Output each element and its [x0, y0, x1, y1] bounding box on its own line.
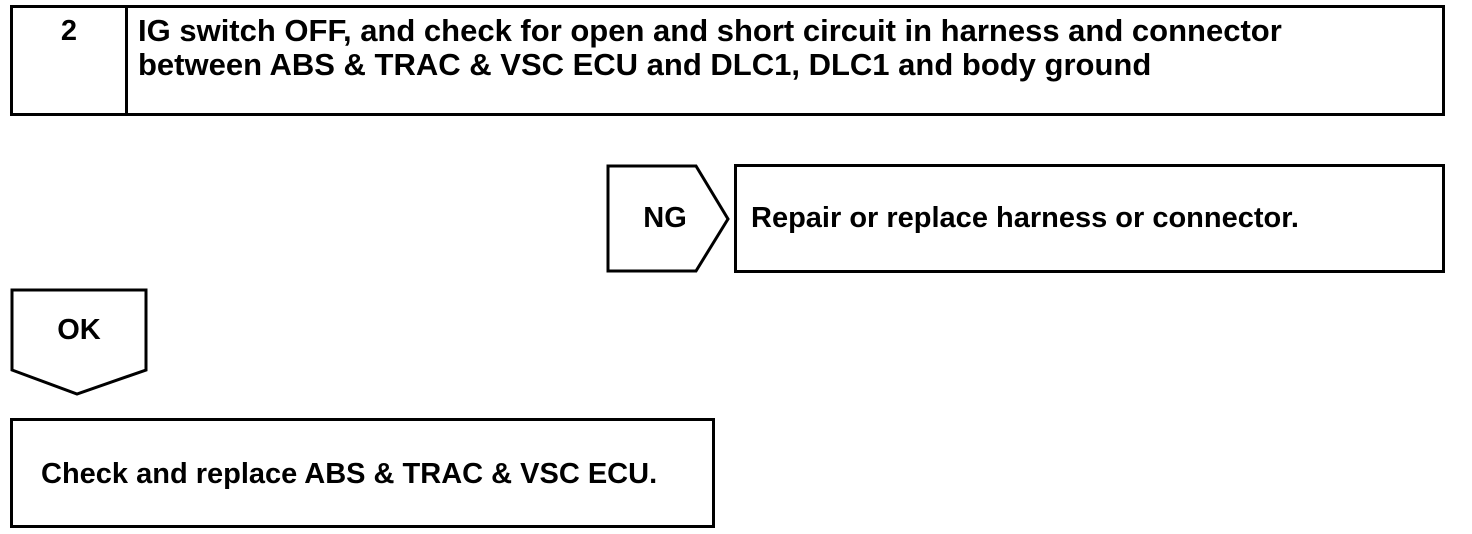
ng-label: NG — [643, 202, 687, 234]
ng-arrow-icon — [606, 164, 730, 273]
step-title: IG switch OFF, and check for open and sh… — [138, 13, 1282, 82]
ng-result-box: Repair or replace harness or connector. — [734, 164, 1445, 273]
step-number: 2 — [60, 15, 78, 47]
ok-label: OK — [57, 314, 101, 346]
ok-action-text: Check and replace ABS & TRAC & VSC ECU. — [41, 458, 658, 490]
step-header: 2 IG switch OFF, and check for open and … — [10, 5, 1445, 116]
ok-result-box: Check and replace ABS & TRAC & VSC ECU. — [10, 418, 715, 528]
step-divider — [125, 8, 128, 113]
ng-action-text: Repair or replace harness or connector. — [751, 202, 1299, 234]
ok-arrow-icon — [10, 288, 148, 396]
